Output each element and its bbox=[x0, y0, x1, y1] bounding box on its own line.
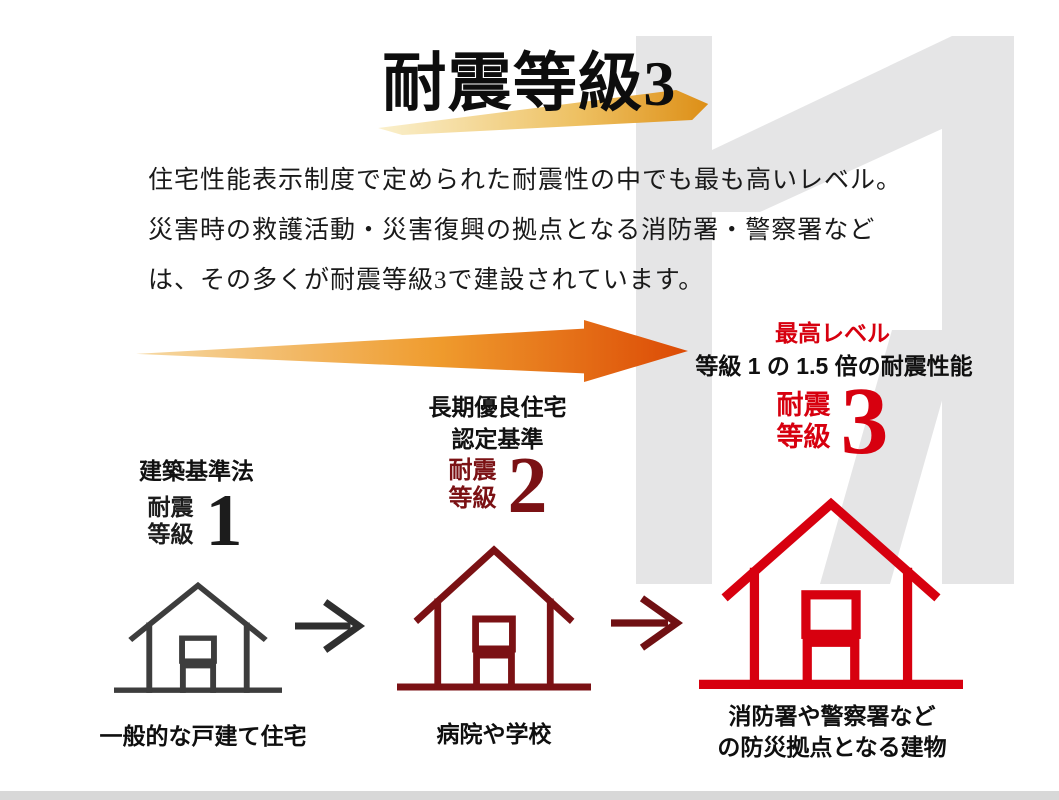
grade1-caption: 一般的な戸建て住宅 bbox=[94, 721, 312, 752]
grade1-number: 1 bbox=[205, 480, 243, 562]
intro-paragraph: 住宅性能表示制度で定められた耐震性の中でも最も高いレベル。 災害時の救護活動・災… bbox=[148, 156, 902, 306]
grade2-caption: 病院や学校 bbox=[400, 719, 588, 750]
grade1-label: 耐震 等級 bbox=[148, 489, 194, 548]
title-swoosh-icon bbox=[377, 90, 708, 135]
right-arrow-icon bbox=[611, 595, 683, 651]
grade2-label-line: 等級 bbox=[448, 485, 497, 512]
title-block: 耐震等級3 bbox=[0, 46, 1059, 135]
grade2-heading-line: 長期優良住宅 bbox=[428, 394, 567, 420]
gradient-arrow-icon bbox=[136, 319, 688, 383]
background-bar-right bbox=[942, 96, 1014, 584]
grade1-label-line: 耐震 bbox=[147, 494, 194, 520]
grade2-heading-line: 認定基準 bbox=[451, 426, 544, 452]
background-bar-left bbox=[636, 36, 712, 584]
house-icon bbox=[397, 545, 591, 691]
right-arrow-icon bbox=[295, 599, 366, 653]
intro-line: 住宅性能表示制度で定められた耐震性の中でも最も高いレベル。 bbox=[148, 167, 903, 194]
background-roof-band bbox=[712, 36, 1014, 212]
intro-line: は、その多くが耐震等級3で建設されています。 bbox=[148, 267, 705, 294]
grade3-label-line: 耐震 bbox=[776, 390, 831, 420]
grade1-caption-line: 一般的な戸建て住宅 bbox=[99, 723, 307, 749]
top-level-label: 最高レベル bbox=[775, 320, 890, 346]
grade2-heading: 長期優良住宅 認定基準 bbox=[415, 391, 580, 455]
grade3-caption-line: 消防署や警察署など bbox=[728, 703, 936, 729]
grade3-label: 耐震 等級 bbox=[777, 381, 831, 453]
grade3-number: 3 bbox=[840, 367, 889, 474]
grade1-heading: 建築基準法 bbox=[139, 452, 299, 486]
bottom-border-strip bbox=[0, 791, 1059, 800]
grade2-caption-line: 病院や学校 bbox=[436, 721, 552, 747]
grade3-caption: 消防署や警察署など の防災拠点となる建物 bbox=[686, 701, 978, 763]
grade3-label-row: 耐震 等級 3 bbox=[700, 367, 965, 474]
grade2-label-line: 耐震 bbox=[448, 457, 497, 484]
page-title: 耐震等級3 bbox=[382, 48, 677, 119]
grade3-caption-line: の防災拠点となる建物 bbox=[717, 734, 947, 760]
grade2-number: 2 bbox=[507, 442, 548, 530]
grade2-label-row: 耐震 等級 2 bbox=[428, 442, 568, 530]
house-icon bbox=[699, 497, 963, 690]
grade1-heading-line: 建築基準法 bbox=[139, 458, 254, 484]
grade2-label: 耐震 等級 bbox=[449, 451, 497, 513]
grade1-label-row: 耐震 等級 1 bbox=[140, 480, 250, 562]
intro-line: 災害時の救護活動・災害復興の拠点となる消防署・警察署など bbox=[148, 217, 876, 244]
top-level-sublabel: 等級 1 の 1.5 倍の耐震性能 bbox=[695, 353, 973, 379]
house-icon bbox=[114, 581, 282, 693]
grade1-label-line: 等級 bbox=[147, 521, 194, 547]
grade3-label-line: 等級 bbox=[776, 422, 831, 452]
